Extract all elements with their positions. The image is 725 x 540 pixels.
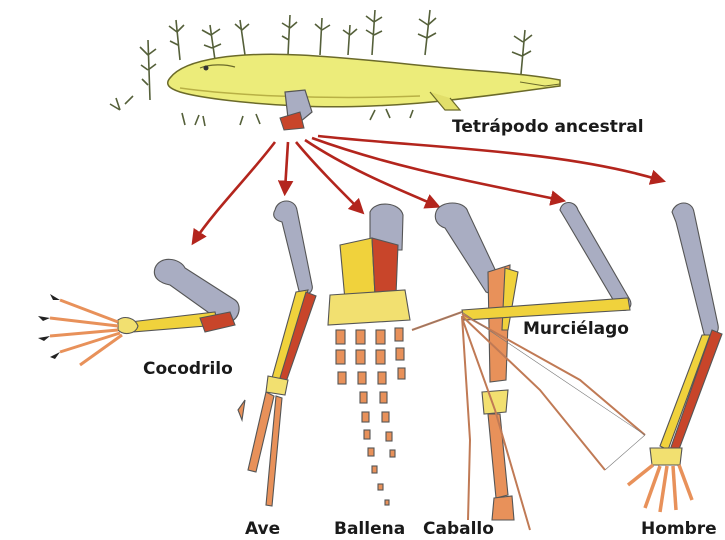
crocodile-limb xyxy=(38,259,239,365)
label-horse: Caballo xyxy=(423,519,494,539)
bat-wing xyxy=(412,203,645,531)
label-crocodile: Cocodrilo xyxy=(143,359,233,379)
arrow-bird xyxy=(285,142,288,190)
label-bat: Murciélago xyxy=(523,319,629,339)
bird-limb xyxy=(238,201,316,506)
arrow-crocodile xyxy=(195,142,275,240)
whale-flipper xyxy=(328,204,410,505)
arrows xyxy=(195,136,660,240)
human-arm xyxy=(628,203,722,512)
arrow-human xyxy=(318,136,660,180)
label-bird: Ave xyxy=(245,519,280,539)
label-whale: Ballena xyxy=(334,519,405,539)
label-human: Hombre xyxy=(641,519,717,539)
label-tetrapod: Tetrápodo ancestral xyxy=(452,117,644,137)
